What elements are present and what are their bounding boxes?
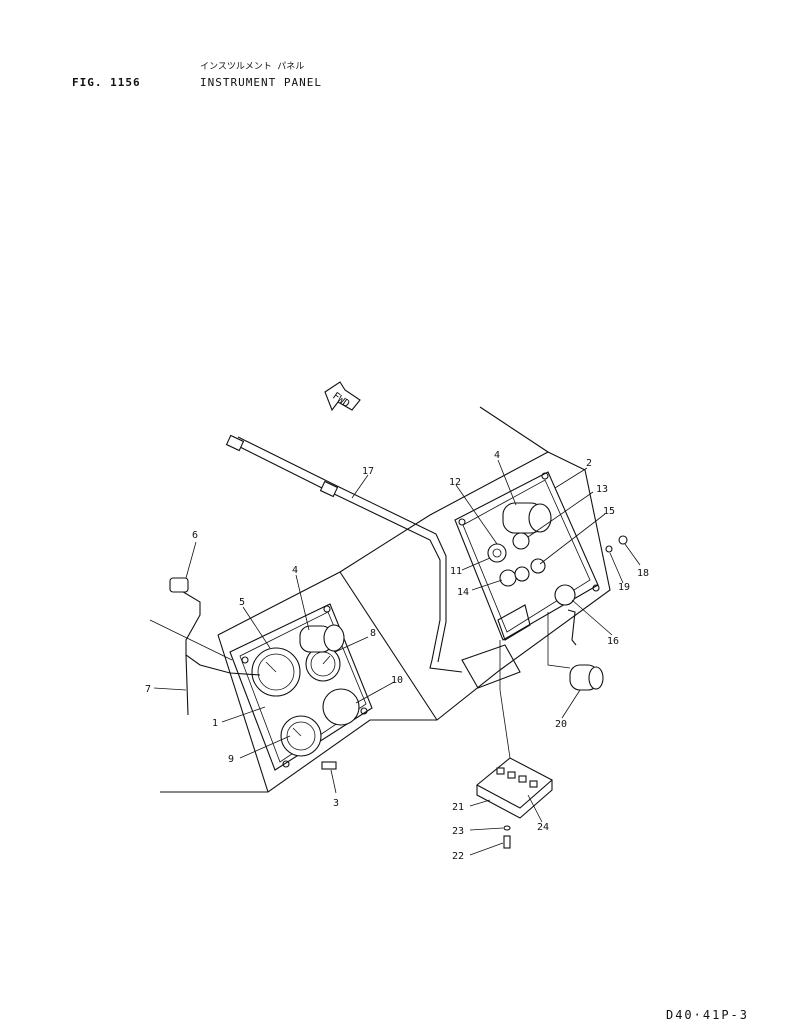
callout-8: 8 (370, 628, 376, 639)
callout-17: 17 (362, 466, 374, 477)
callout-20: 20 (555, 719, 567, 730)
bracket-plate (497, 604, 531, 641)
switch-14 (499, 566, 530, 587)
callout-22: 22 (452, 851, 464, 862)
callout-15: 15 (603, 506, 615, 517)
figure-number: FIG. 1156 (72, 76, 141, 89)
callout-2: 2 (586, 458, 592, 469)
lead-7 (185, 654, 189, 716)
key-switch-16 (554, 584, 577, 646)
callout-7: 7 (145, 684, 151, 695)
page-code: D40·41P-3 (665, 1008, 749, 1022)
callout-1: 1 (212, 718, 218, 729)
fuse-box-wire (499, 640, 511, 759)
harness-wire (149, 619, 233, 661)
callout-3: 3 (333, 798, 339, 809)
callout-18: 18 (637, 568, 649, 579)
bolt-18 (618, 535, 628, 545)
callout-21: 21 (452, 802, 464, 813)
callout-4-left: 4 (292, 565, 298, 576)
leader-lines (153, 459, 641, 856)
fwd-label: FWD (330, 391, 351, 410)
nut-15 (530, 558, 546, 574)
callout-13: 13 (596, 484, 608, 495)
callout-4-right: 4 (494, 450, 500, 461)
callout-19: 19 (618, 582, 630, 593)
callout-23: 23 (452, 826, 464, 837)
warning-lamp-4-left (299, 624, 345, 653)
washer-23 (503, 825, 511, 831)
callout-6: 6 (192, 530, 198, 541)
callout-9: 9 (228, 754, 234, 765)
callout-14: 14 (457, 587, 469, 598)
figure-title: INSTRUMENT PANEL (200, 76, 322, 89)
cable-17 (225, 434, 463, 673)
cap-20 (569, 664, 604, 691)
instrument-panel-body (160, 406, 611, 793)
gauge-5 (251, 647, 301, 697)
gauge-9 (280, 715, 322, 757)
switch-12 (487, 543, 507, 563)
gauge-10 (322, 688, 360, 726)
bolt-3 (321, 761, 337, 770)
cap-wire (547, 612, 571, 669)
warning-lamp-4-right (502, 502, 552, 534)
mounting-bracket (461, 644, 521, 689)
screw-22 (503, 835, 511, 849)
callout-12: 12 (449, 477, 461, 488)
switch-13 (512, 532, 530, 550)
fuse-box-21 (476, 757, 553, 819)
callout-10: 10 (391, 675, 403, 686)
forward-arrow-icon: FWD (324, 381, 361, 412)
harness-6 (169, 577, 261, 676)
callout-5: 5 (239, 597, 245, 608)
title-japanese: インスツルメント パネル (200, 62, 305, 72)
callout-24: 24 (537, 822, 549, 833)
callout-11: 11 (450, 566, 462, 577)
callout-16: 16 (607, 636, 619, 647)
washer-19 (605, 545, 613, 553)
